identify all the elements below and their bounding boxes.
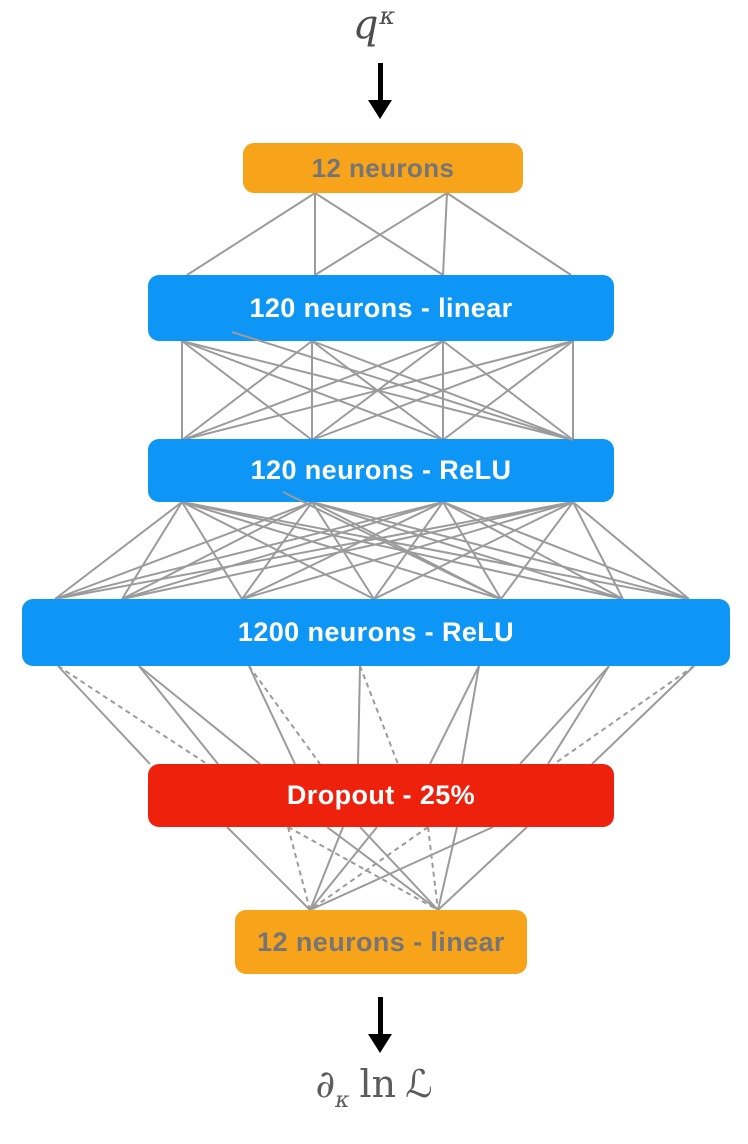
input-variable-label: qκ	[0, 2, 748, 48]
connection-edge	[572, 501, 690, 600]
dropped-connection-edge	[248, 665, 321, 765]
connection-edge	[359, 826, 439, 911]
layer-label-dense-120-relu: 120 neurons - ReLU	[250, 455, 512, 485]
layer-box-dropout: Dropout - 25%	[148, 764, 614, 827]
arrow-head	[368, 1034, 392, 1053]
likelihood-symbol: ℒ	[405, 1062, 433, 1106]
dropped-connection-edge	[553, 665, 695, 765]
connection-edge	[54, 501, 574, 600]
layer-box-dense-120-linear: 120 neurons - linear	[148, 275, 614, 341]
connection-edge	[309, 826, 378, 911]
dropped-connection-edge	[427, 826, 439, 911]
arrow-head	[368, 100, 392, 119]
dropped-connection-edge	[309, 826, 429, 911]
connection-edge	[241, 501, 574, 600]
kappa-superscript: κ	[379, 2, 396, 30]
connection-edge	[54, 501, 183, 600]
dropped-connection-edge	[359, 665, 399, 765]
connection-edge	[57, 665, 151, 765]
connection-edge	[500, 501, 574, 600]
connection-edge	[138, 665, 219, 765]
down-arrow-output	[368, 997, 392, 1053]
connection-edge	[181, 501, 690, 600]
arrow-shaft	[377, 997, 383, 1034]
connection-edge	[314, 192, 444, 276]
q-symbol: q	[352, 2, 379, 48]
partial-symbol: ∂	[315, 1062, 336, 1106]
connection-edge	[181, 501, 243, 600]
layer-label-dropout: Dropout - 25%	[286, 780, 476, 810]
connection-edge	[311, 501, 624, 600]
connection-edge	[226, 826, 311, 911]
layer-box-dense-120-relu: 120 neurons - ReLU	[148, 439, 614, 502]
connection-edge	[461, 665, 480, 765]
connection-edge	[572, 501, 624, 600]
connection-edge	[591, 665, 695, 765]
connection-edge	[121, 501, 183, 600]
connection-edge	[186, 192, 316, 276]
connection-edge	[437, 826, 528, 911]
connection-edge	[326, 826, 439, 911]
connection-edge	[446, 192, 572, 276]
connection-edge	[357, 665, 361, 765]
layer-label-dense-1200-relu: 1200 neurons - ReLU	[237, 617, 515, 647]
dropped-connection-edge	[287, 826, 311, 911]
dropped-connection-edge	[287, 826, 439, 911]
layer-box-input: 12 neurons	[243, 143, 523, 193]
connection-edge	[248, 665, 296, 765]
connection-edge	[547, 665, 610, 765]
connection-edge	[442, 501, 690, 600]
connection-edge	[54, 501, 313, 600]
connection-edge	[442, 192, 448, 276]
connection-edge	[314, 192, 448, 276]
kappa-subscript: κ	[335, 1088, 350, 1113]
connection-edge	[121, 501, 313, 600]
connection-edge	[309, 826, 344, 911]
connection-edge	[309, 826, 494, 911]
dropped-connection-edge	[57, 665, 208, 765]
arrow-shaft	[377, 63, 383, 100]
connection-edge	[429, 665, 480, 765]
layer-label-input: 12 neurons	[311, 152, 455, 183]
layer-label-dense-120-linear: 120 neurons - linear	[249, 292, 513, 323]
connection-edge	[138, 665, 261, 765]
down-arrow-input	[368, 63, 392, 119]
ln-text: ln	[359, 1062, 397, 1106]
connection-edge	[121, 501, 574, 600]
connection-edge	[519, 665, 610, 765]
layer-box-output: 12 neurons - linear	[235, 910, 527, 974]
layer-box-dense-1200-relu: 1200 neurons - ReLU	[22, 599, 730, 666]
connection-edge	[437, 826, 458, 911]
layer-label-output: 12 neurons - linear	[257, 926, 505, 957]
